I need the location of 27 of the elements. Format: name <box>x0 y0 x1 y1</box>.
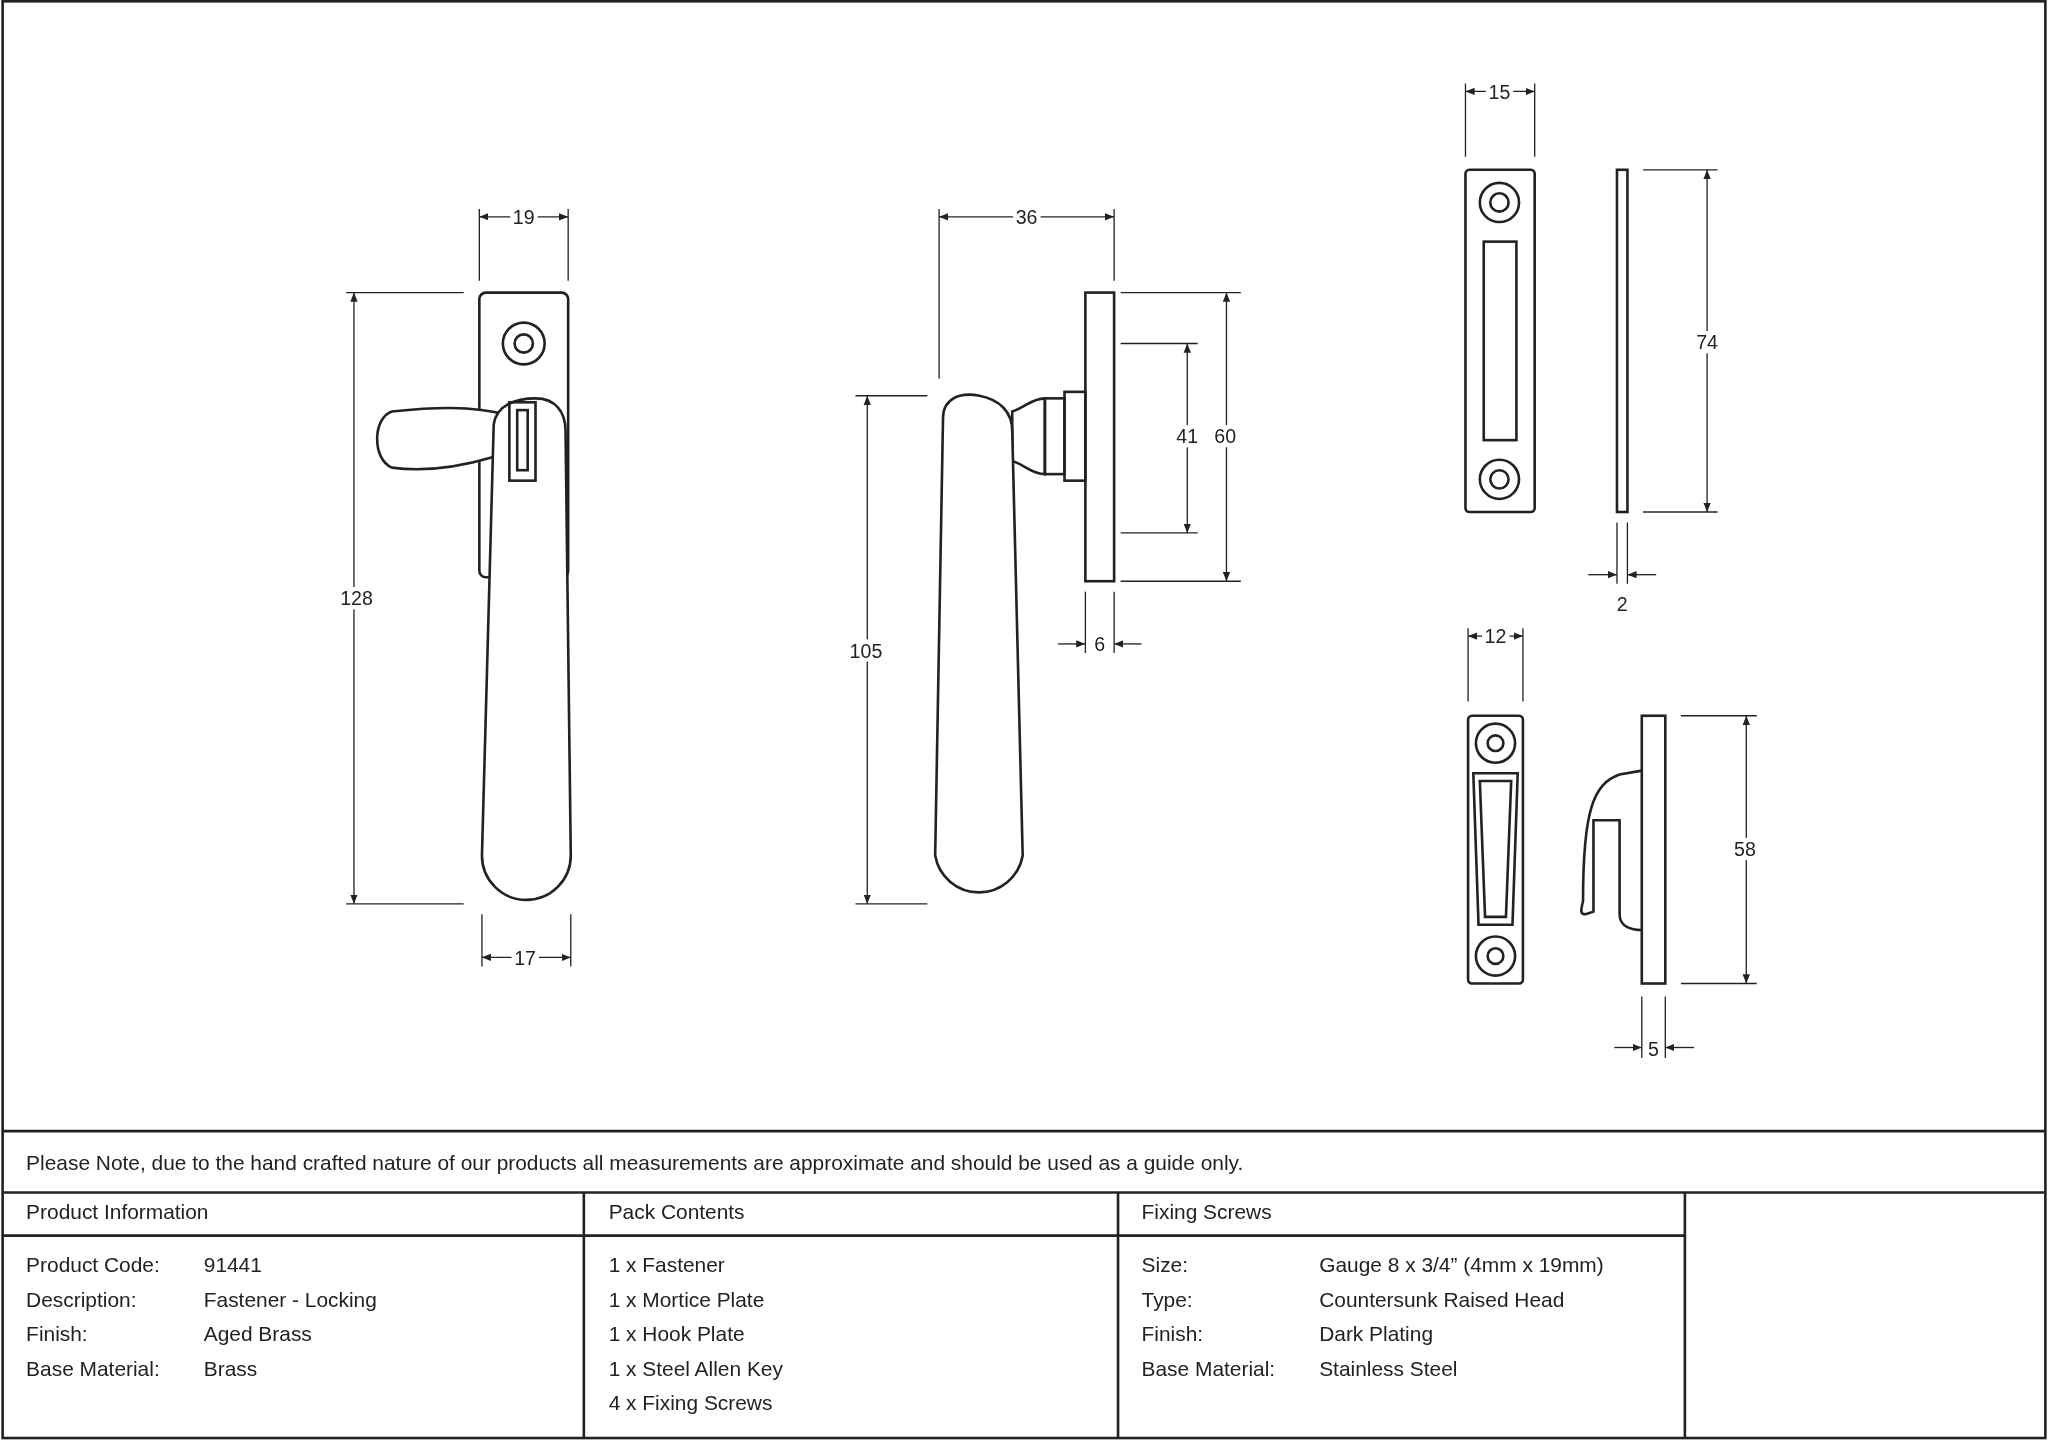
column-heading: Pack Contents <box>608 1200 745 1225</box>
pack-item: 1 x Fastener <box>608 1252 725 1277</box>
field-value: 91441 <box>203 1252 262 1277</box>
field-value: Brass <box>203 1356 258 1382</box>
field-value: Stainless Steel <box>1319 1356 1458 1382</box>
field-label: Base Material: <box>1141 1356 1276 1382</box>
field-value: Countersunk Raised Head <box>1319 1287 1565 1312</box>
field-label: Base Material: <box>26 1356 160 1382</box>
column-heading: Product Information <box>26 1200 209 1225</box>
field-label: Type: <box>1141 1287 1193 1312</box>
field-label: Product Code: <box>26 1252 160 1277</box>
pack-item: 1 x Steel Allen Key <box>608 1356 783 1382</box>
column-heading: Fixing Screws <box>1141 1200 1272 1225</box>
table-text: 4 x Fixing Screws <box>608 1390 773 1416</box>
pack-item: 1 x Hook Plate <box>608 1321 745 1346</box>
field-value: Fastener - Locking <box>203 1287 377 1312</box>
field-label: Description: <box>26 1287 137 1312</box>
field-label: Finish: <box>1141 1321 1204 1346</box>
field-label: Size: <box>1141 1252 1188 1277</box>
dimension-label: 105 <box>847 639 885 662</box>
dimension-label: 41 <box>1173 425 1201 448</box>
pack-item: 1 x Mortice Plate <box>608 1287 765 1312</box>
note-text: Please Note, due to the hand crafted nature of our products all measurements are approximate and should be used as a guide only. <box>26 1150 1244 1175</box>
field-value: Gauge 8 x 3/4” (4mm x 19mm) <box>1319 1252 1604 1277</box>
field-value: Dark Plating <box>1319 1321 1433 1346</box>
field-value: Aged Brass <box>203 1321 312 1346</box>
field-label: Finish: <box>26 1321 88 1346</box>
